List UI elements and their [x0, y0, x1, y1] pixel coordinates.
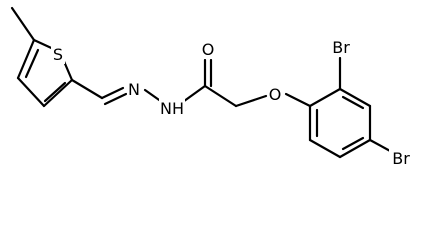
methyl-bond — [10, 6, 36, 42]
amide-nitrogen-atom: NH — [159, 98, 185, 118]
carbonyl-oxygen-atom: O — [201, 39, 216, 59]
thiophene-bond-c3-c4 — [16, 76, 46, 108]
benzene-bond-4-5 — [338, 138, 372, 159]
bond-ch2-o — [234, 94, 268, 108]
bond-c2-methine — [70, 78, 104, 100]
thiophene-double-c4-c5 — [24, 48, 40, 79]
chemical-structure: S N NH O O Br Br — [10, 6, 413, 168]
svg-text:O: O — [269, 85, 282, 104]
sulfur-atom: S — [51, 44, 65, 64]
bromine-atom-top: Br — [330, 37, 352, 57]
svg-text:NH: NH — [160, 99, 184, 118]
amide-nitrogen-symbol: N — [160, 99, 172, 118]
thiophene-bond-c2-c3 — [42, 78, 74, 108]
bond-carbonyl-ch2 — [203, 84, 238, 108]
svg-text:S: S — [53, 45, 63, 64]
benzene-bond-5-6 — [308, 138, 342, 159]
benzene-inner-4-5 — [341, 136, 365, 151]
benzene-bond-1-2 — [308, 87, 342, 108]
thiophene-bond-c4-c5 — [16, 38, 36, 80]
svg-text:Br: Br — [332, 38, 350, 57]
imine-double-bond-a — [100, 86, 125, 100]
bond-o-aryl — [284, 92, 312, 108]
svg-text:O: O — [202, 40, 215, 59]
svg-text:Br: Br — [392, 149, 410, 168]
amide-hydrogen-symbol: H — [172, 99, 184, 118]
thiophene-double-c2-c3 — [43, 81, 67, 103]
benzene-bond-2-3 — [338, 87, 372, 108]
svg-text:N: N — [128, 80, 140, 99]
imine-nitrogen-atom: N — [127, 79, 141, 99]
bromine-atom-bottom: Br — [389, 148, 413, 168]
bond-c4-br — [368, 138, 394, 154]
benzene-inner-2-3 — [341, 95, 365, 110]
bond-lines — [10, 6, 394, 159]
imine-double-bond-b — [103, 92, 128, 106]
atom-labels: S N NH O O Br Br — [51, 37, 413, 168]
ether-oxygen-atom: O — [268, 84, 283, 104]
